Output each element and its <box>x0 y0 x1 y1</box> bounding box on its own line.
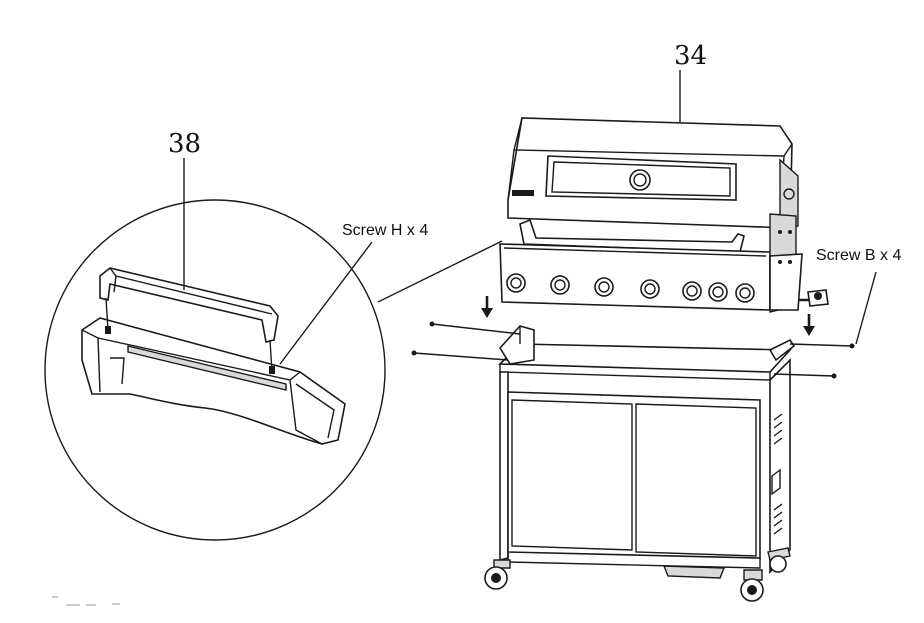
screw-b-indicators <box>411 321 855 379</box>
assembly-arrows <box>481 296 815 336</box>
handle-bar <box>99 267 279 374</box>
screw-b-label: Screw B x 4 <box>816 247 901 264</box>
screw-b-leader <box>855 271 877 345</box>
grill-assembly: 34 <box>411 41 901 602</box>
screw-b-4 <box>831 373 837 379</box>
control-panel <box>499 213 829 313</box>
knob-1 <box>506 273 526 293</box>
scan-marks <box>52 596 120 606</box>
knob-3 <box>594 277 614 297</box>
side-vents <box>771 413 783 535</box>
screw-b-1 <box>429 321 435 327</box>
lid-front-panel <box>81 317 346 445</box>
detail-callout: 38 Screw H x 4 <box>44 129 503 541</box>
cart <box>484 325 796 602</box>
part-label-34: 34 <box>674 41 707 71</box>
knob-5 <box>682 281 702 301</box>
cart-wheels <box>484 547 791 602</box>
brand-badge <box>512 190 534 196</box>
screw-b-2 <box>411 350 417 356</box>
screw-h-label: Screw H x 4 <box>342 222 428 239</box>
gas-regulator <box>798 289 829 307</box>
screw-h-leader <box>279 241 373 365</box>
knob-6 <box>708 282 728 302</box>
detail-leader-line <box>377 240 503 303</box>
grill-lid <box>507 117 799 253</box>
detail-circle <box>44 199 386 541</box>
knob-4 <box>640 279 660 299</box>
cabinet-doors <box>507 391 761 569</box>
part-label-38: 38 <box>168 129 201 159</box>
knob-7 <box>735 283 755 303</box>
thermometer-gauge <box>629 169 651 191</box>
knob-2 <box>550 275 570 295</box>
control-knobs <box>506 273 755 303</box>
screw-b-3 <box>849 343 855 349</box>
